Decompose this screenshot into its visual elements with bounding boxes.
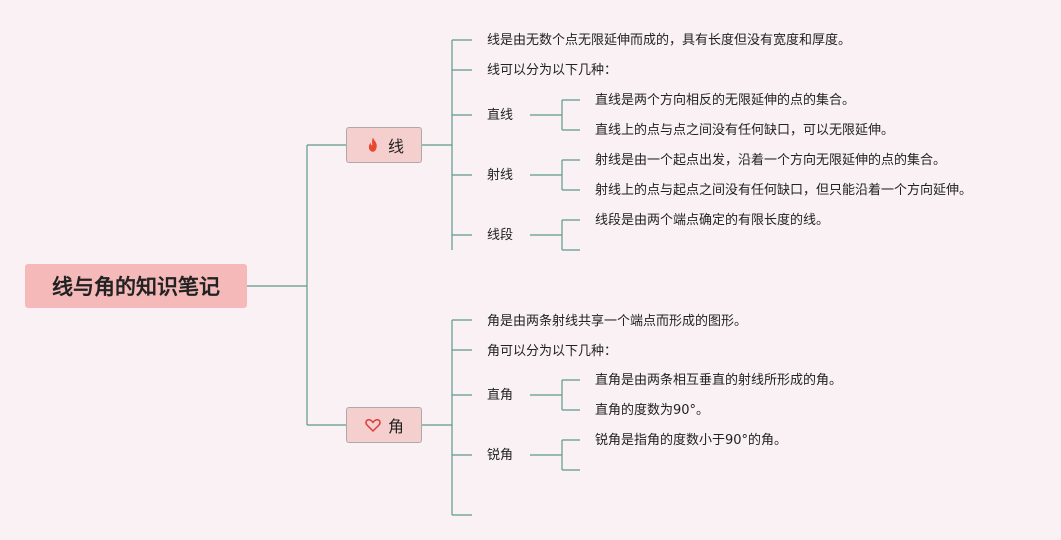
topic-text[interactable]: 角是由两条射线共享一个端点而形成的图形。 [487,314,748,329]
branch-label: 线 [387,137,404,156]
topic-text[interactable]: 射线 [487,168,514,183]
root-title: 线与角的知识笔记 [52,275,220,299]
branch-node-angle[interactable]: 角 [346,407,422,443]
topic-text[interactable]: 线是由无数个点无限延伸而成的，具有长度但没有宽度和厚度。 [487,33,852,48]
subtopic-text[interactable]: 锐角是指角的度数小于90°的角。 [595,433,788,448]
topic-text[interactable]: 锐角 [487,448,514,463]
subtopic-text[interactable]: 直线上的点与点之间没有任何缺口，可以无限延伸。 [595,123,895,138]
branch-label: 角 [387,417,404,436]
branch-node-line[interactable]: 线 [346,127,422,163]
subtopic-text[interactable]: 直角的度数为90°。 [595,403,710,418]
topic-text[interactable]: 线段 [487,228,514,243]
subtopic-text[interactable]: 直角是由两条相互垂直的射线所形成的角。 [595,373,843,388]
topic-text[interactable]: 角可以分为以下几种： [487,344,618,359]
subtopic-text[interactable]: 线段是由两个端点确定的有限长度的线。 [595,213,830,228]
subtopic-text[interactable]: 射线是由一个起点出发，沿着一个方向无限延伸的点的集合。 [595,153,947,168]
subtopic-text[interactable]: 射线上的点与起点之间没有任何缺口，但只能沿着一个方向延伸。 [595,183,973,198]
subtopic-text[interactable]: 直线是两个方向相反的无限延伸的点的集合。 [595,93,856,108]
fire-icon [364,136,382,154]
topic-text[interactable]: 线可以分为以下几种： [487,63,618,78]
topic-text[interactable]: 直线 [487,108,514,123]
root-node[interactable]: 线与角的知识笔记 [25,264,247,308]
heart-outline-icon [364,416,382,434]
topic-text[interactable]: 直角 [487,388,514,403]
